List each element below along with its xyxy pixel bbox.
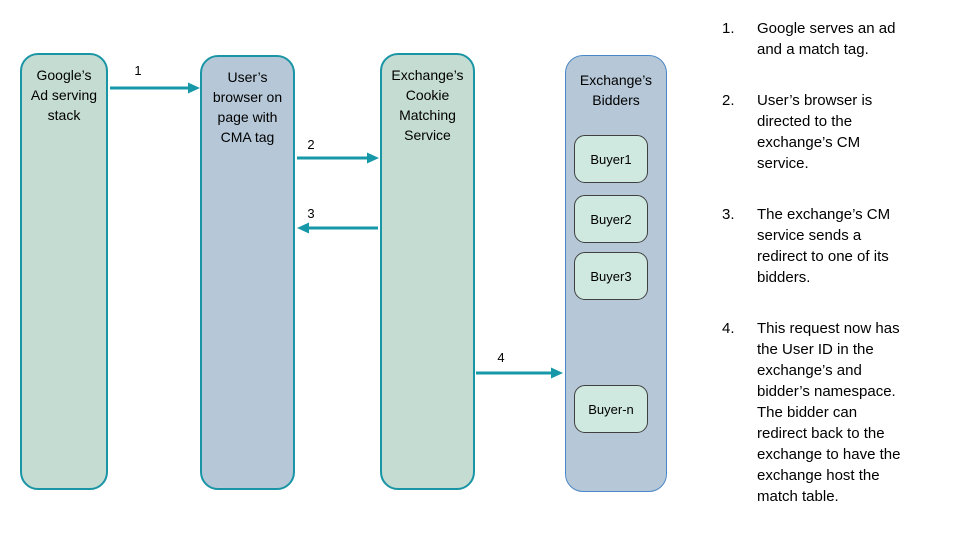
- step-number: 4.: [722, 320, 735, 337]
- step-number: 3.: [722, 206, 735, 223]
- step-item-3: 3. The exchange’s CM service sends a red…: [722, 204, 948, 288]
- node-google-ad-serving-stack: Google’s Ad serving stack: [20, 53, 108, 490]
- node-cookie-matching-service: Exchange’s Cookie Matching Service: [380, 53, 475, 490]
- step-item-1: 1. Google serves an ad and a match tag.: [722, 18, 948, 60]
- node-label: Exchange’s Bidders: [579, 72, 653, 108]
- step-text: The exchange’s CM service sends a redire…: [757, 206, 891, 286]
- step-item-4: 4. This request now has the User ID in t…: [722, 318, 948, 507]
- buyer-3-box: Buyer3: [574, 252, 648, 300]
- node-label: User’s browser on page with CMA tag: [212, 69, 283, 145]
- step-item-2: 2. User’s browser is directed to the exc…: [722, 90, 948, 174]
- step-text: User’s browser is directed to the exchan…: [757, 92, 873, 172]
- step-text: Google serves an ad and a match tag.: [757, 20, 896, 58]
- buyer-2-box: Buyer2: [574, 195, 648, 243]
- buyer-n-box: Buyer-n: [574, 385, 648, 433]
- node-label: Exchange’s Cookie Matching Service: [391, 67, 464, 143]
- arrow-label-4: 4: [497, 350, 505, 365]
- buyer-1-box: Buyer1: [574, 135, 648, 183]
- node-label: Google’s Ad serving stack: [30, 67, 98, 123]
- steps-list: 1. Google serves an ad and a match tag. …: [722, 18, 948, 537]
- buyer-n-label: Buyer-n: [588, 401, 634, 417]
- arrow-label-2: 2: [307, 137, 315, 152]
- step-number: 1.: [722, 20, 735, 37]
- arrow-label-1: 1: [134, 63, 142, 78]
- step-text: This request now has the User ID in the …: [757, 320, 901, 505]
- buyer-3-label: Buyer3: [590, 268, 632, 284]
- arrow-label-3: 3: [307, 206, 315, 221]
- step-number: 2.: [722, 92, 735, 109]
- buyer-1-label: Buyer1: [590, 151, 632, 167]
- node-user-browser: User’s browser on page with CMA tag: [200, 55, 295, 490]
- buyer-2-label: Buyer2: [590, 211, 632, 227]
